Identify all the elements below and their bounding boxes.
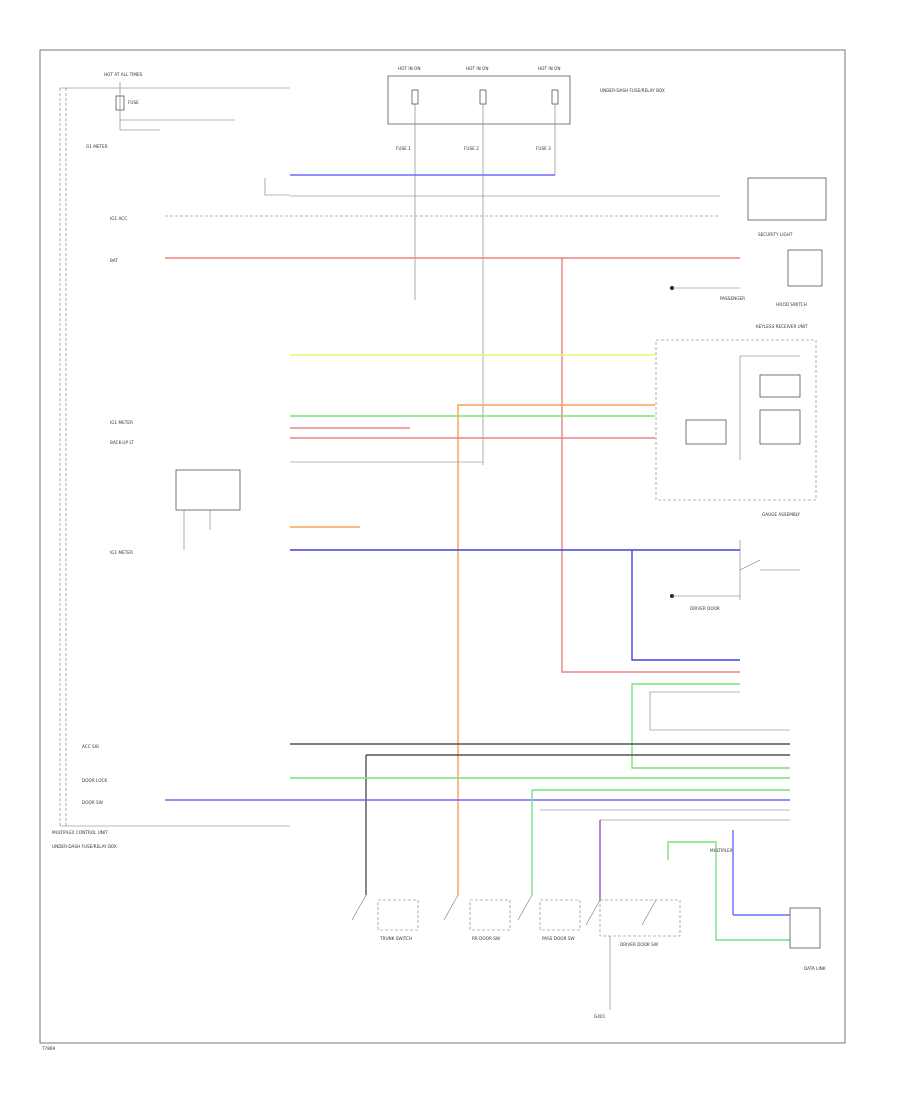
- rr-door-switch-label: RR DOOR SW: [472, 936, 500, 941]
- row10-label: PASSENGER: [720, 296, 745, 301]
- security-light-label: SECURITY LIGHT: [758, 232, 793, 237]
- wire-orange: [457, 404, 655, 895]
- wire-red-main: [165, 257, 740, 673]
- diagram-frame: [39, 49, 846, 1044]
- row7-label: DOOR LOCK: [82, 778, 107, 783]
- row1-label: IG1 METER: [110, 420, 133, 425]
- driver-door-switch-label: DRIVER DOOR SW: [620, 942, 658, 947]
- security-light-box: [747, 177, 827, 221]
- row2-label: BACK-UP LT: [110, 440, 134, 445]
- fuse-b-label: HOT IN ON: [466, 66, 488, 71]
- row9-label: MULTIPLEX: [710, 848, 733, 853]
- wire-green-loop: [631, 683, 790, 769]
- left-ground-label: G1 METER: [86, 144, 108, 149]
- left-bus-caps: [60, 87, 290, 827]
- top-fuses: HOT IN ON HOT IN ON HOT IN ON UNDER-DASH…: [387, 66, 665, 465]
- row4-label: BAT: [110, 258, 118, 263]
- pass-door-switch-label: PASS DOOR SW: [542, 936, 575, 941]
- bottom-left-label: MULTIPLEX CONTROL UNIT: [52, 830, 108, 835]
- ground-label: G401: [594, 1014, 606, 1019]
- door-switches: TRUNK SWITCH RR DOOR SW PASS DOOR SW DRI…: [351, 894, 681, 1019]
- gauge-assembly-label: GAUGE ASSEMBLY: [762, 512, 800, 517]
- row3-label: IG1 ACC: [110, 216, 127, 221]
- row6-label: ACC SIG: [82, 744, 99, 749]
- fuse-note-label: UNDER-DASH FUSE/RELAY BOX: [600, 88, 665, 93]
- relay-box: [175, 469, 241, 511]
- hood-switch-box: [787, 249, 823, 287]
- receiver-unit-label: KEYLESS RECEIVER UNIT: [756, 324, 808, 329]
- gauge-assembly-box: [655, 339, 817, 501]
- trunk-switch-label: TRUNK SWITCH: [379, 936, 412, 941]
- left-fuse-top-label: HOT AT ALL TIMES: [104, 72, 143, 77]
- data-link-connector: [789, 907, 821, 949]
- fuse-c-label: HOT IN ON: [538, 66, 560, 71]
- svg-text:FUSE 1: FUSE 1: [396, 146, 411, 151]
- row11-label: DRIVER DOOR: [690, 606, 720, 611]
- row8-label: DOOR SW: [82, 800, 103, 805]
- left-fuse: HOT AT ALL TIMES FUSE G1 METER: [86, 72, 235, 149]
- bottom-left-sub-label: UNDER-DASH FUSE/RELAY BOX: [52, 844, 117, 849]
- hood-switch-label: HOOD SWITCH: [776, 302, 807, 307]
- data-link-label: DATA LINK: [804, 966, 826, 971]
- left-fuse-sub-label: FUSE: [128, 100, 139, 105]
- svg-text:FUSE 2: FUSE 2: [464, 146, 479, 151]
- left-dashed-bus: [59, 88, 67, 826]
- wire-blue-main: [290, 549, 740, 661]
- footer-code: T7869: [41, 1046, 56, 1051]
- fuse-a-label: HOT IN ON: [398, 66, 420, 71]
- svg-text:FUSE 3: FUSE 3: [536, 146, 551, 151]
- row5-label: IG1 METER: [110, 550, 133, 555]
